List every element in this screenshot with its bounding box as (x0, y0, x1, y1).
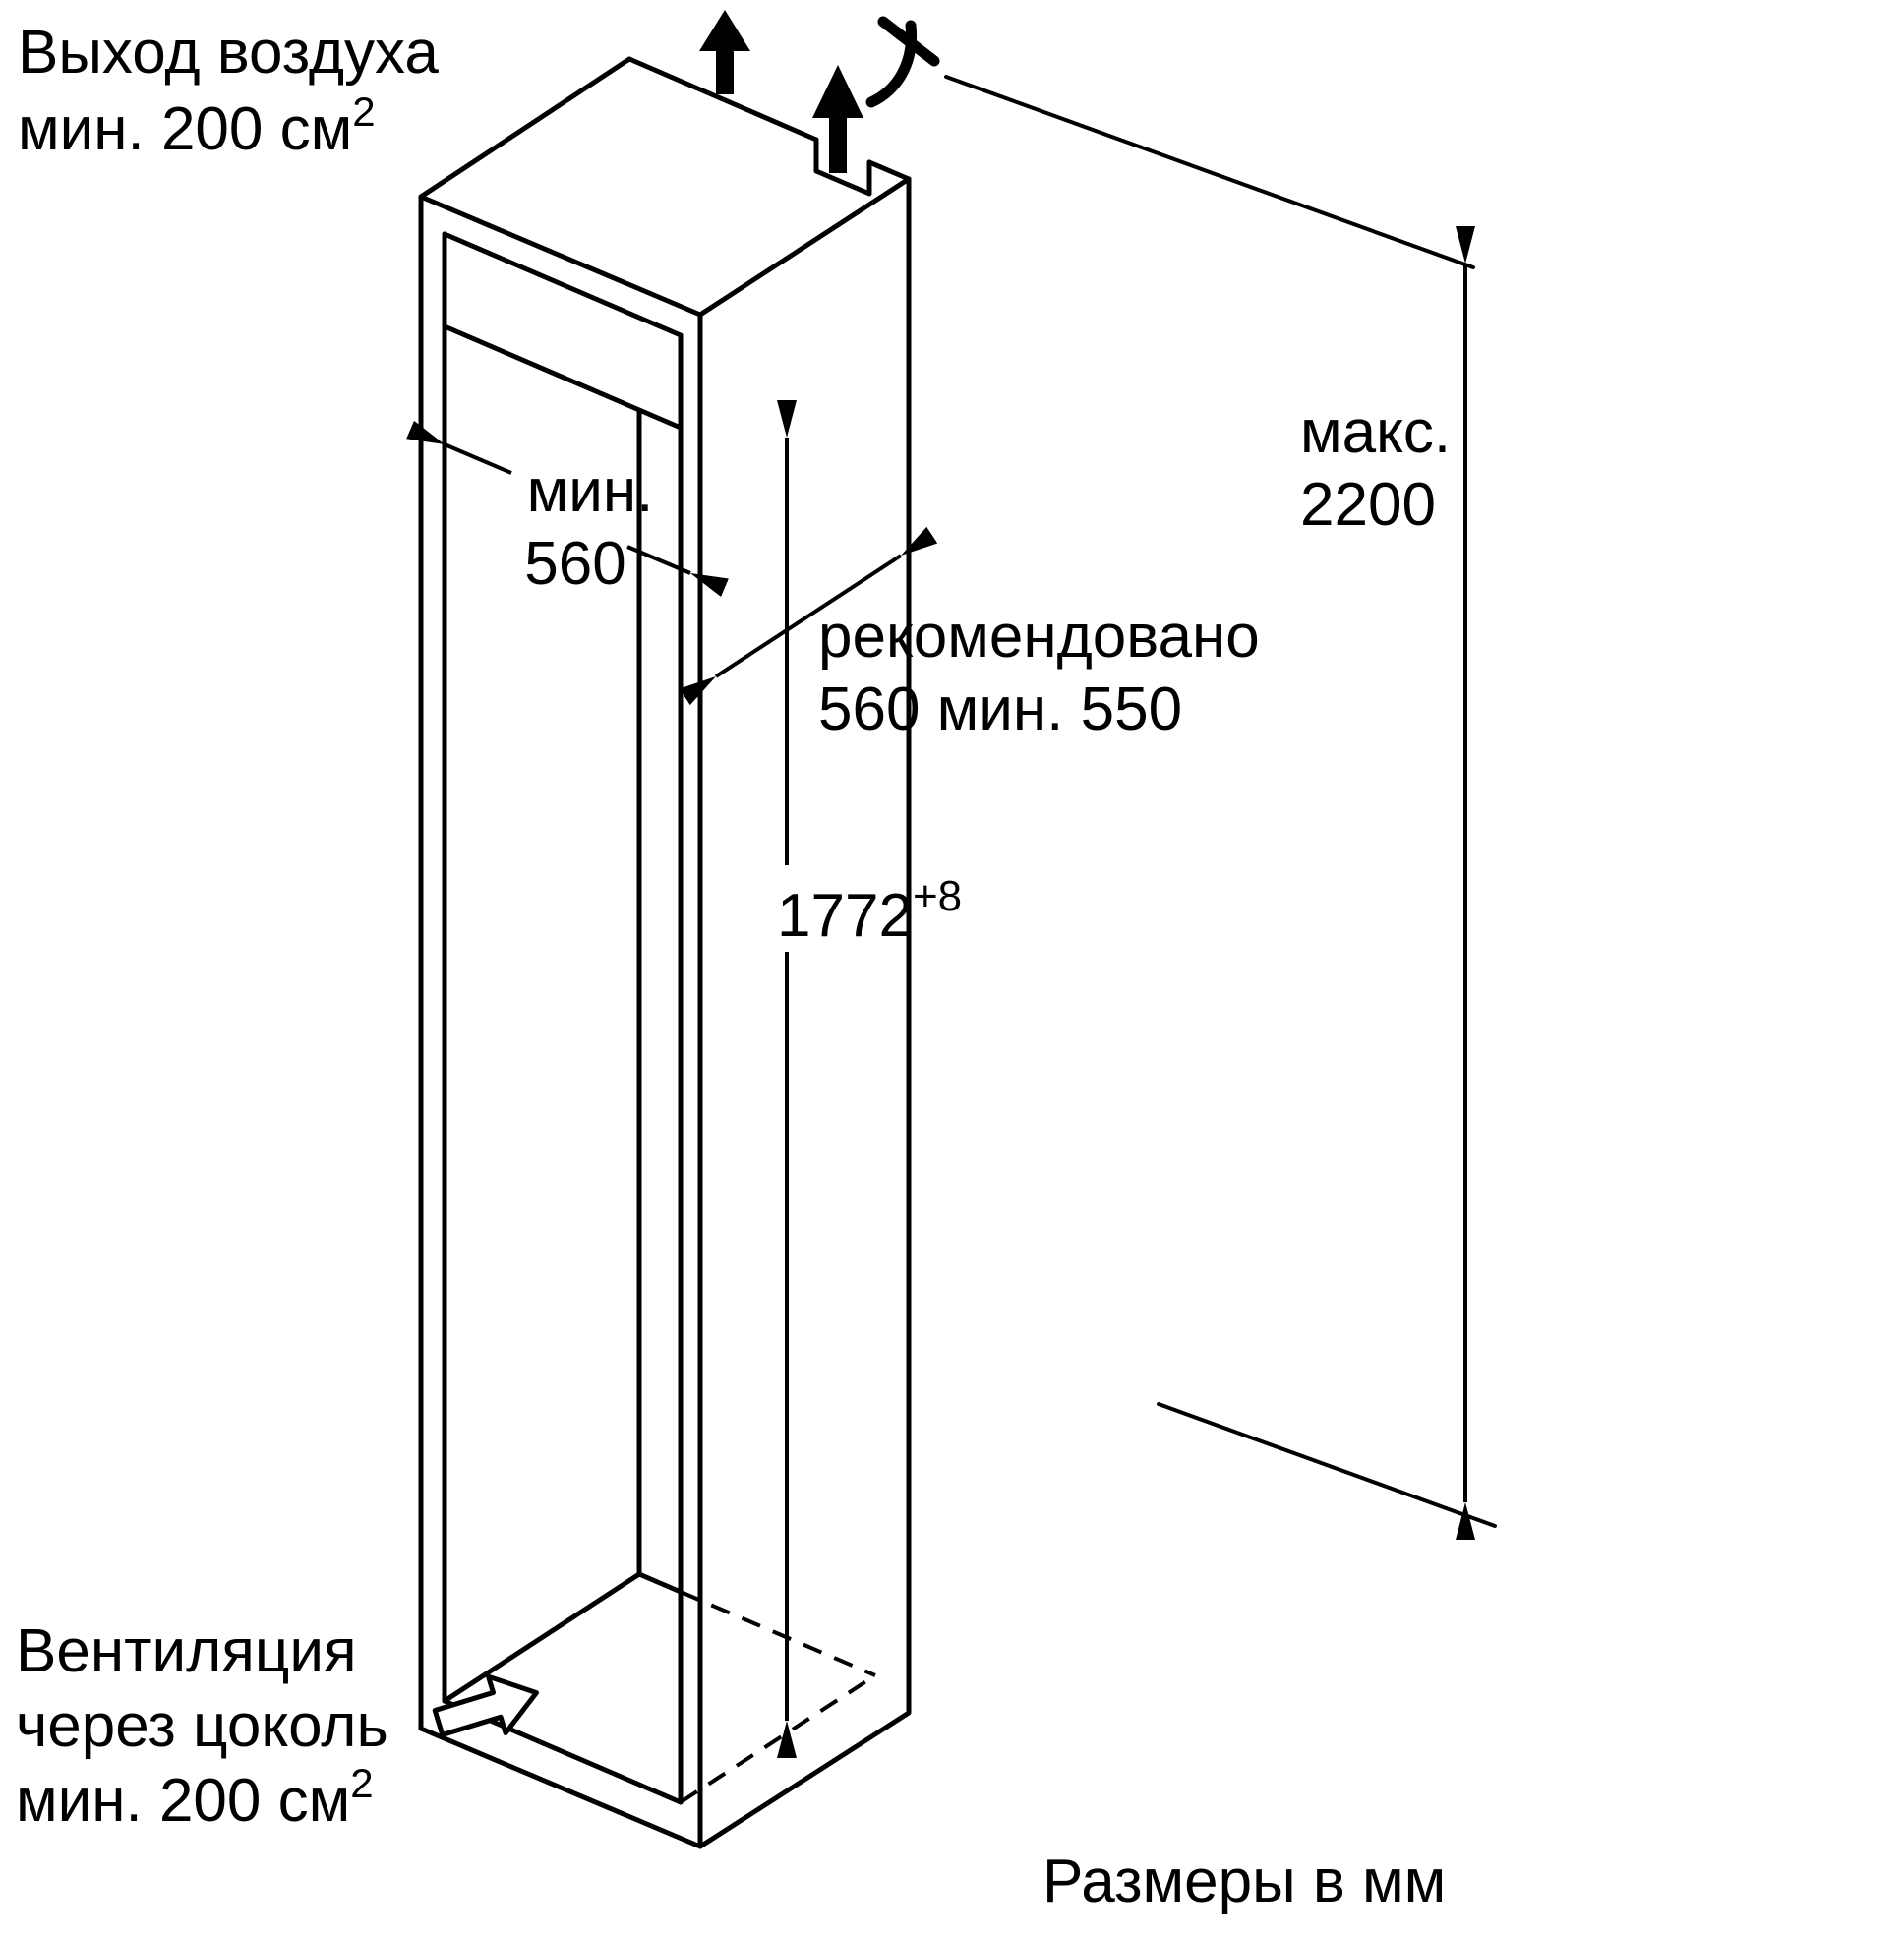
depth-label-line1: рекомендовано (818, 603, 1260, 671)
air-up-arrow-icon (699, 10, 750, 94)
width-min-label-line2: 560 (524, 530, 625, 598)
air-flow-arrows (699, 10, 863, 173)
width-min-label-line1: мин. (527, 457, 654, 525)
air-outlet-label-line1: Выход воздуха (18, 19, 439, 87)
depth-label-line2: 560 мин. 550 (818, 675, 1182, 743)
floor-reference-line (1157, 1402, 1497, 1528)
hidden-floor-right-edge (679, 1673, 877, 1804)
units-label: Размеры в мм (1042, 1847, 1446, 1915)
plinth-vent-label-line2: через цоколь (16, 1692, 388, 1760)
plinth-vent-arrow-icon (432, 1673, 539, 1737)
cabinet-outline (418, 56, 912, 1849)
niche-height-label: 1772+8 (777, 872, 962, 950)
air-up-arrow-icon (812, 65, 863, 173)
power-cord-icon (865, 16, 940, 108)
max-height-dimension (944, 75, 1497, 1540)
max-height-label-line2: 2200 (1300, 471, 1436, 539)
hidden-floor-back-edge (680, 1590, 876, 1677)
depth-dimension (679, 526, 938, 706)
air-outlet-label-line2: мин. 200 см2 (18, 88, 376, 163)
top-vent-slot (813, 137, 872, 197)
plinth-vent-label-line1: Вентиляция (16, 1617, 357, 1685)
ceiling-reference-line (944, 75, 1475, 269)
max-height-label-line1: макс. (1300, 398, 1451, 466)
plinth-vent-label-line3: мин. 200 см2 (16, 1760, 374, 1835)
